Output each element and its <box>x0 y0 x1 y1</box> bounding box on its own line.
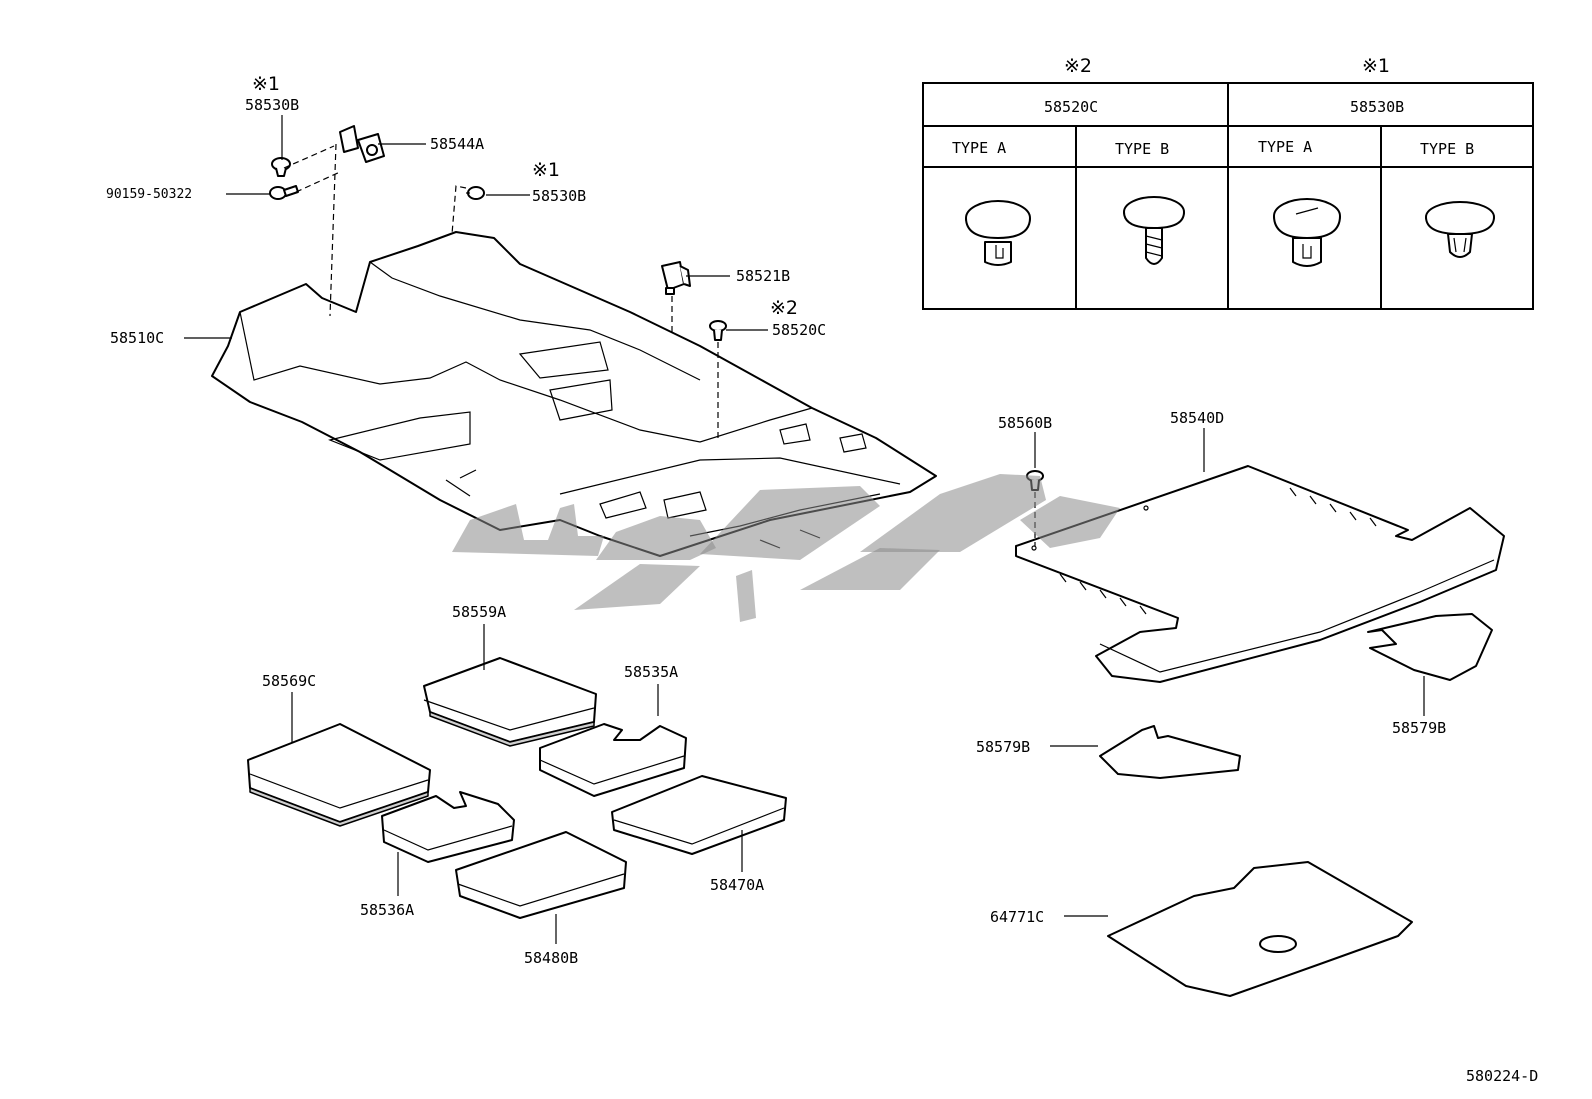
label-58560B: 58560B <box>998 414 1052 432</box>
table-mark-2: ※2 <box>1064 55 1092 77</box>
mat-58536A <box>381 791 515 863</box>
clip-58520C-type-a-icon <box>965 200 1031 266</box>
install-line <box>283 145 335 169</box>
mat-58559A <box>423 657 597 747</box>
table-mark-1: ※1 <box>1362 55 1390 77</box>
clip-58530B-type-b-icon <box>1425 201 1495 258</box>
label-58569C: 58569C <box>262 672 316 690</box>
label-58579B-right: 58579B <box>1392 719 1446 737</box>
label-58530B-top: 58530B <box>245 96 299 114</box>
table-type-b-58520C: TYPE B <box>1115 140 1169 158</box>
bolt-90159-50322-icon <box>269 185 299 200</box>
label-90159-50322: 90159-50322 <box>106 187 192 202</box>
mat-58480B <box>455 831 627 919</box>
install-line <box>329 143 337 317</box>
mat-58569C <box>247 723 431 827</box>
label-mark-1-mid: ※1 <box>532 159 560 181</box>
clip-58521B-icon <box>661 261 691 295</box>
clip-58530B-type-a-icon <box>1273 198 1341 267</box>
label-58470A: 58470A <box>710 876 764 894</box>
luggage-mat-58540D <box>1015 465 1505 683</box>
table-type-a-58520C: TYPE A <box>952 139 1006 157</box>
clip-58520C-type-b-icon <box>1123 196 1185 265</box>
label-58559A: 58559A <box>452 603 506 621</box>
table-type-a-58530B: TYPE A <box>1258 138 1312 156</box>
label-58520C: 58520C <box>772 321 826 339</box>
label-58521B: 58521B <box>736 267 790 285</box>
diagram-code: 580224-D <box>1466 1067 1538 1085</box>
clip-type-table: ※2 ※1 58520C 58530B TYPE A TYPE B TYPE A… <box>922 55 1534 310</box>
mat-64771C <box>1107 861 1413 997</box>
label-58480B: 58480B <box>524 949 578 967</box>
label-58535A: 58535A <box>624 663 678 681</box>
mat-58535A <box>539 723 687 797</box>
label-mark-2: ※2 <box>770 297 798 319</box>
label-58530B-mid: 58530B <box>532 187 586 205</box>
mat-58470A <box>611 775 787 855</box>
label-58536A: 58536A <box>360 901 414 919</box>
table-type-b-58530B: TYPE B <box>1420 140 1474 158</box>
label-58540D: 58540D <box>1170 409 1224 427</box>
table-part-58520C: 58520C <box>1044 98 1098 116</box>
floor-carpet-58510C <box>211 231 937 557</box>
clip-58530B-mid-icon <box>466 186 485 200</box>
table-part-58530B: 58530B <box>1350 98 1404 116</box>
watermark-logo <box>452 474 1120 622</box>
install-line <box>451 185 467 235</box>
label-58544A: 58544A <box>430 135 484 153</box>
pad-58579B-right <box>1367 613 1493 681</box>
pad-58579B-left <box>1099 725 1241 779</box>
label-64771C: 64771C <box>990 908 1044 926</box>
bracket-58544A-icon <box>339 125 385 163</box>
label-58579B-left: 58579B <box>976 738 1030 756</box>
label-mark-1-top: ※1 <box>252 73 280 95</box>
label-58510C: 58510C <box>110 329 164 347</box>
clip-58520C-icon <box>709 320 727 341</box>
install-line <box>295 171 341 193</box>
